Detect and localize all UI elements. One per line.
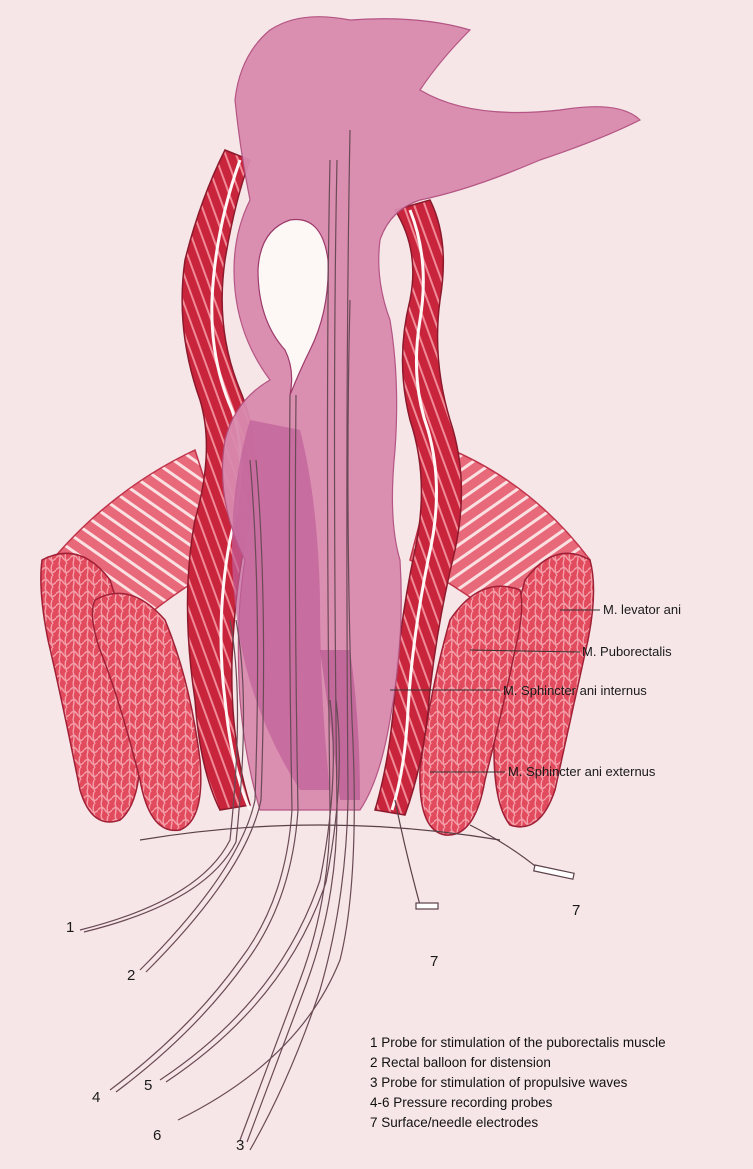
legend-item-2: 2 Rectal balloon for distension [370, 1053, 666, 1073]
electrode-wires [395, 800, 574, 909]
label-sphincter-internus: M. Sphincter ani internus [503, 683, 647, 698]
legend: 1 Probe for stimulation of the puborecta… [370, 1033, 666, 1133]
probe-number-2: 2 [127, 967, 135, 984]
legend-item-5: 7 Surface/needle electrodes [370, 1113, 666, 1133]
legend-item-4: 4-6 Pressure recording probes [370, 1093, 666, 1113]
probe-number-6: 6 [153, 1127, 161, 1144]
legend-item-3: 3 Probe for stimulation of propulsive wa… [370, 1073, 666, 1093]
probe-number-4: 4 [92, 1089, 100, 1106]
label-levator-ani: M. levator ani [603, 602, 681, 617]
label-sphincter-externus: M. Sphincter ani externus [508, 764, 655, 779]
probe-number-5: 5 [144, 1077, 152, 1094]
probe-number-3: 3 [236, 1137, 244, 1154]
legend-item-1: 1 Probe for stimulation of the puborecta… [370, 1033, 666, 1053]
label-puborectalis: M. Puborectalis [582, 644, 672, 659]
electrode-number-7a: 7 [430, 953, 438, 970]
electrode-number-7b: 7 [572, 902, 580, 919]
probe-number-1: 1 [66, 919, 74, 936]
